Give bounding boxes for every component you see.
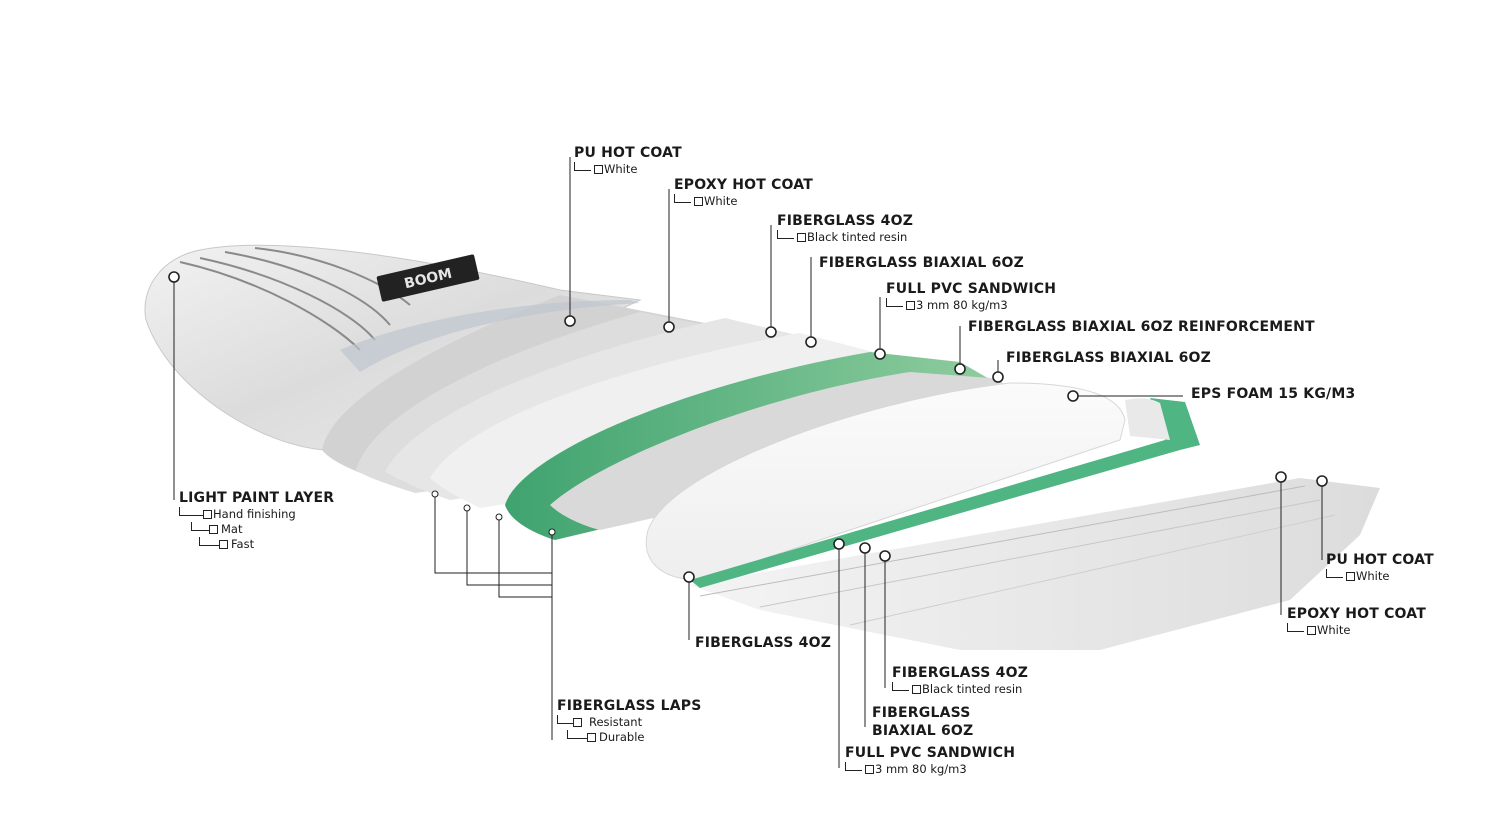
label-fiberglass-biaxial-top2: FIBERGLASS BIAXIAL 6OZ (1006, 350, 1211, 367)
rail-white (1125, 398, 1170, 440)
label-title: EPOXY HOT COAT (674, 177, 813, 193)
label-epoxy-hot-coat-bottom: EPOXY HOT COAT White (1287, 606, 1426, 638)
label-title: PU HOT COAT (574, 145, 682, 161)
marker-pvc-bottom (833, 538, 845, 550)
label-sub: White (604, 162, 638, 176)
label-full-pvc-sandwich-top: FULL PVC SANDWICH 3 mm 80 kg/m3 (886, 281, 1056, 313)
bottom-layer-line (849, 514, 1336, 626)
label-sub: 3 mm 80 kg/m3 (875, 762, 967, 776)
marker-lap-1 (431, 490, 439, 498)
label-title: FIBERGLASS BIAXIAL 6OZ REINFORCEMENT (968, 319, 1315, 335)
bottom-layer-line (699, 485, 1306, 597)
label-fiberglass-4oz-bottom2: FIBERGLASS 4OZ Black tinted resin (892, 665, 1028, 697)
nose-stripe (224, 251, 391, 326)
label-title: FIBERGLASS 4OZ (892, 665, 1029, 681)
rail-green (690, 398, 1200, 588)
marker-fiberglass-4oz-bottom (683, 571, 695, 583)
eps-foam-core (645, 382, 1126, 581)
marker-biaxial-bottom (859, 542, 871, 554)
label-full-pvc-sandwich-bottom: FULL PVC SANDWICH 3 mm 80 kg/m3 (845, 745, 1015, 777)
label-title: FULL PVC SANDWICH (845, 745, 1016, 761)
leader-lines (173, 157, 1323, 768)
label-fiberglass-4oz-bottom: FIBERGLASS 4OZ (695, 635, 831, 652)
label-title: FULL PVC SANDWICH (886, 281, 1057, 297)
nose-stripe (179, 261, 361, 351)
marker-fiberglass-4oz-bottom2 (879, 550, 891, 562)
marker-pvc-top (874, 348, 886, 360)
label-title: FIBERGLASS BIAXIAL 6OZ (819, 255, 1024, 271)
label-title: BIAXIAL 6OZ (872, 723, 974, 739)
label-biaxial-reinforcement: FIBERGLASS BIAXIAL 6OZ REINFORCEMENT (968, 319, 1315, 336)
label-title: FIBERGLASS (872, 705, 971, 721)
marker-biaxial-top (805, 336, 817, 348)
marker-pu-bottom (1316, 475, 1328, 487)
label-fiberglass-biaxial-bottom: FIBERGLASS BIAXIAL 6OZ (872, 704, 973, 740)
nose-stripe (199, 257, 376, 341)
marker-reinforcement (954, 363, 966, 375)
label-title: FIBERGLASS 4OZ (777, 213, 914, 229)
label-title: FIBERGLASS LAPS (557, 698, 702, 714)
marker-fiberglass-4oz-top (765, 326, 777, 338)
marker-lap-3 (495, 513, 503, 521)
label-title: EPS FOAM 15 KG/M3 (1191, 386, 1356, 402)
label-fiberglass-biaxial-top: FIBERGLASS BIAXIAL 6OZ (819, 255, 1024, 272)
label-title: FIBERGLASS 4OZ (695, 635, 832, 651)
marker-biaxial-top2 (992, 371, 1004, 383)
marker-epoxy-bottom (1275, 471, 1287, 483)
label-fiberglass-laps: FIBERGLASS LAPS Resistant Durable (557, 698, 702, 745)
label-epoxy-hot-coat-top: EPOXY HOT COAT White (674, 177, 813, 209)
label-sub: White (1317, 623, 1351, 637)
label-eps-foam: EPS FOAM 15 KG/M3 (1191, 386, 1355, 403)
label-title: LIGHT PAINT LAYER (179, 490, 335, 506)
label-title: PU HOT COAT (1326, 552, 1434, 568)
label-pu-hot-coat-bottom: PU HOT COAT White (1326, 552, 1434, 584)
bottom-layer-line (759, 499, 1321, 608)
label-sub: White (704, 194, 738, 208)
marker-lap-4 (548, 528, 556, 536)
label-sub: Hand finishing (213, 507, 296, 521)
label-sub: Mat (221, 522, 243, 536)
label-pu-hot-coat-top: PU HOT COAT White (574, 145, 682, 177)
label-fiberglass-4oz-top: FIBERGLASS 4OZ Black tinted resin (777, 213, 913, 245)
label-sub: Black tinted resin (922, 682, 1023, 696)
marker-eps-foam (1067, 390, 1079, 402)
label-sub: Durable (599, 730, 645, 744)
label-title: FIBERGLASS BIAXIAL 6OZ (1006, 350, 1211, 366)
label-sub: 3 mm 80 kg/m3 (916, 298, 1008, 312)
marker-epoxy-hot-coat-top (663, 321, 675, 333)
label-sub: Resistant (589, 715, 643, 729)
nose-texture-band (340, 300, 640, 372)
label-sub: Black tinted resin (807, 230, 908, 244)
label-sub: Fast (231, 537, 255, 551)
marker-lap-2 (463, 504, 471, 512)
label-sub: White (1356, 569, 1390, 583)
marker-pu-hot-coat-top (564, 315, 576, 327)
label-light-paint-layer: LIGHT PAINT LAYER Hand finishing Mat Fas… (179, 490, 334, 552)
label-title: EPOXY HOT COAT (1287, 606, 1426, 622)
marker-light-paint (168, 271, 180, 283)
brand-logo-plate (376, 254, 480, 302)
